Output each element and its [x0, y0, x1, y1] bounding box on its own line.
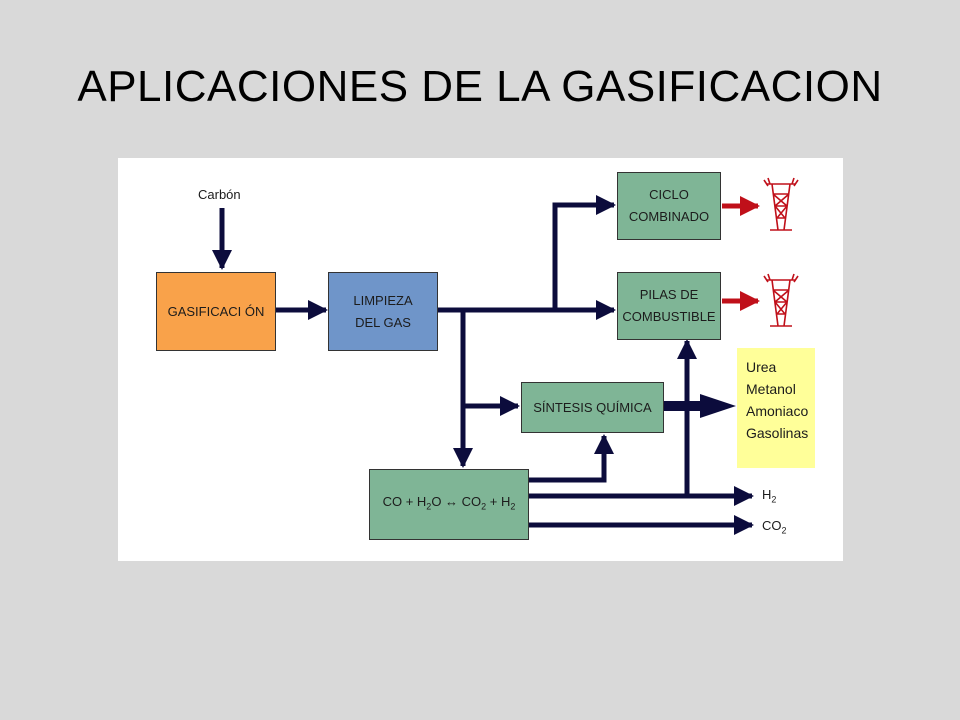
shift-reaction-box: CO + H2O ↔ CO2 + H2 [369, 469, 529, 540]
gasificacion-label: GASIFICACI ÓN [167, 303, 265, 319]
limpieza-box: LIMPIEZA DEL GAS [328, 272, 438, 351]
sintesis-quimica-box: SÍNTESIS QUÍMICA [521, 382, 664, 433]
limpieza-label-1: LIMPIEZA [353, 292, 413, 308]
product-gasolinas: Gasolinas [746, 425, 809, 441]
limpieza-label-2: DEL GAS [355, 314, 411, 330]
pilas-label-1: PILAS DE [639, 287, 699, 302]
slide-title: APLICACIONES DE LA GASIFICACION [77, 62, 883, 111]
ciclo-label-2: COMBINADO [628, 209, 710, 224]
arrow-shift-sintesis [528, 434, 614, 483]
sintesis-label: SÍNTESIS QUÍMICA [533, 399, 652, 415]
power-tower-icon [763, 177, 799, 231]
pilas-label-2: COMBUSTIBLE [622, 309, 716, 324]
shift-reaction-label: CO + H2O ↔ CO2 + H2 [382, 494, 516, 512]
gasificacion-box: GASIFICACI ÓN [156, 272, 276, 351]
arrow-sintesis-products [664, 394, 736, 418]
output-h2-label: H2 [762, 487, 777, 505]
products-box: Urea Metanol Amoniaco Gasolinas [737, 348, 815, 468]
pilas-combustible-box: PILAS DE COMBUSTIBLE [617, 272, 721, 340]
product-metanol: Metanol [746, 381, 796, 397]
input-label-carbon: Carbón [198, 187, 241, 202]
ciclo-label-1: CICLO [649, 187, 689, 202]
arrow-to-ciclo [552, 195, 616, 310]
ciclo-combinado-box: CICLO COMBINADO [617, 172, 721, 240]
product-urea: Urea [746, 359, 777, 375]
product-amoniaco: Amoniaco [746, 403, 809, 419]
output-co2-label: CO2 [762, 518, 787, 536]
power-tower-icon [763, 273, 799, 327]
